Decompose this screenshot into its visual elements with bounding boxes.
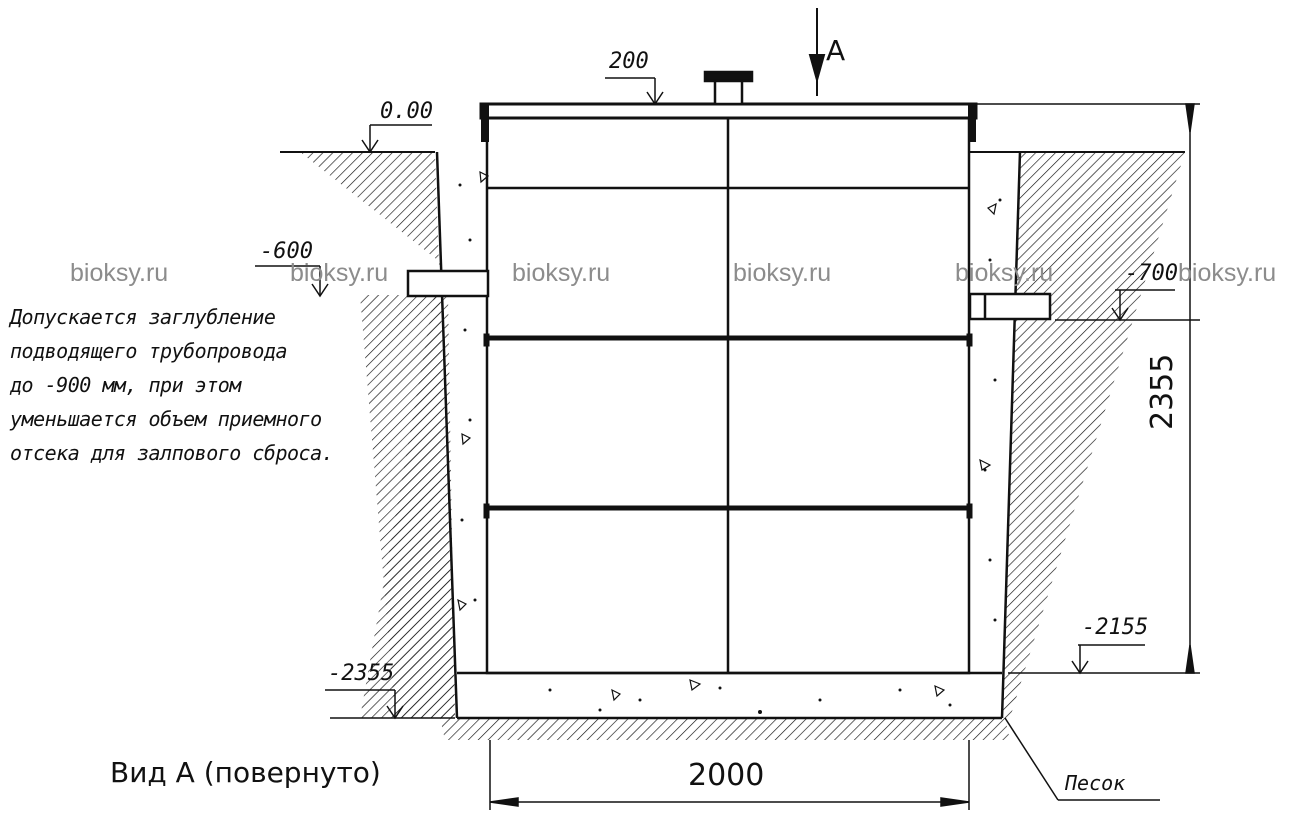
note-line: Допускается заглубление	[10, 305, 276, 329]
watermark-4: bioksy.ru	[733, 259, 831, 287]
level-inlet-text: -600	[260, 239, 313, 264]
note-line: подводящего трубопровода	[10, 339, 287, 363]
sand-label: Песок	[1064, 771, 1126, 795]
watermark-6: bioksy.ru	[1178, 259, 1276, 287]
sand-leader	[1004, 717, 1160, 801]
outlet-pipe	[968, 292, 1052, 321]
height-dimension-text: 2355	[1145, 354, 1180, 430]
watermark-1: bioksy.ru	[70, 259, 168, 287]
watermarks: bioksy.ru bioksy.ru bioksy.ru bioksy.ru …	[70, 259, 1276, 287]
level-pit-bottom-text: -2355	[328, 661, 394, 686]
level-tank-bottom-text: -2155	[1082, 615, 1148, 640]
note-line: уменьшается объем приемного	[10, 407, 322, 431]
lid-thickness-text: 200	[609, 49, 649, 74]
lid-thickness-leader	[605, 77, 664, 106]
note-line: до -900 мм, при этом	[10, 373, 241, 397]
level-mark-outlet	[1055, 289, 1200, 322]
concrete-triangles	[457, 170, 997, 702]
watermark-2: bioksy.ru	[290, 259, 388, 287]
height-dimension	[975, 103, 1200, 674]
width-dimension	[489, 740, 970, 810]
level-mark-inlet	[255, 265, 329, 298]
soil-hatch-bottom	[440, 718, 1010, 740]
inlet-pipe	[406, 269, 490, 298]
section-arrow	[808, 8, 826, 96]
note-line: отсека для залпового сброса.	[10, 441, 334, 465]
view-label: Вид А (повернуто)	[110, 756, 381, 789]
level-mark-pit-bottom	[325, 689, 455, 720]
level-mark-tank-bottom	[1008, 644, 1200, 675]
note-text: Допускается заглубление подводящего труб…	[10, 300, 430, 470]
tank-body	[483, 116, 973, 675]
watermark-3: bioksy.ru	[512, 259, 610, 287]
soil-hatch-left-lower	[360, 295, 455, 718]
level-outlet-text: -700	[1125, 261, 1178, 286]
section-marker-text: A	[826, 34, 845, 67]
soil-hatching	[300, 152, 1185, 740]
level-mark-ground	[361, 124, 432, 154]
watermark-5: bioksy.ru	[955, 259, 1053, 287]
vent-pipe	[703, 70, 754, 106]
concrete-speckles	[458, 183, 1002, 714]
width-dimension-text: 2000	[688, 758, 764, 793]
level-ground-text: 0.00	[380, 99, 433, 124]
